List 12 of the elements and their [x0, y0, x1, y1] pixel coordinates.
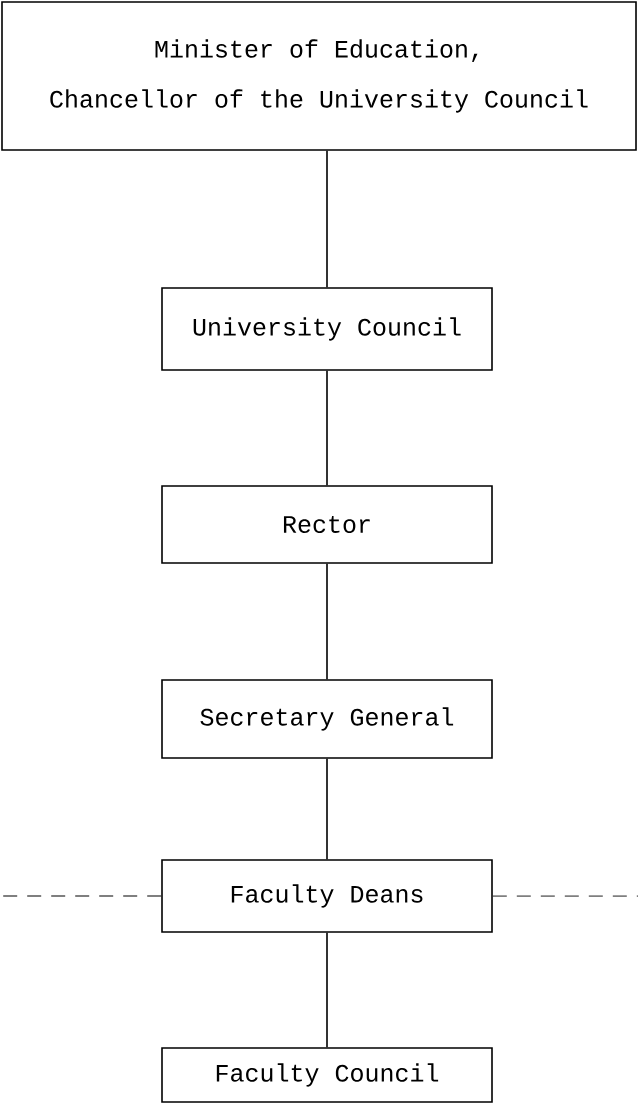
connector-line — [326, 370, 328, 486]
org-box: Secretary General — [161, 679, 493, 759]
connector-line — [326, 932, 328, 1048]
org-box: Rector — [161, 485, 493, 564]
org-box: Faculty Council — [161, 1047, 493, 1103]
connector-line — [326, 150, 328, 288]
org-box: Faculty Deans — [161, 859, 493, 933]
connector-line — [326, 563, 328, 680]
connector-line — [326, 758, 328, 860]
org-box: University Council — [161, 287, 493, 371]
dashed-line — [492, 895, 638, 897]
title-box: Minister of Education, Chancellor of the University Council — [1, 1, 637, 151]
